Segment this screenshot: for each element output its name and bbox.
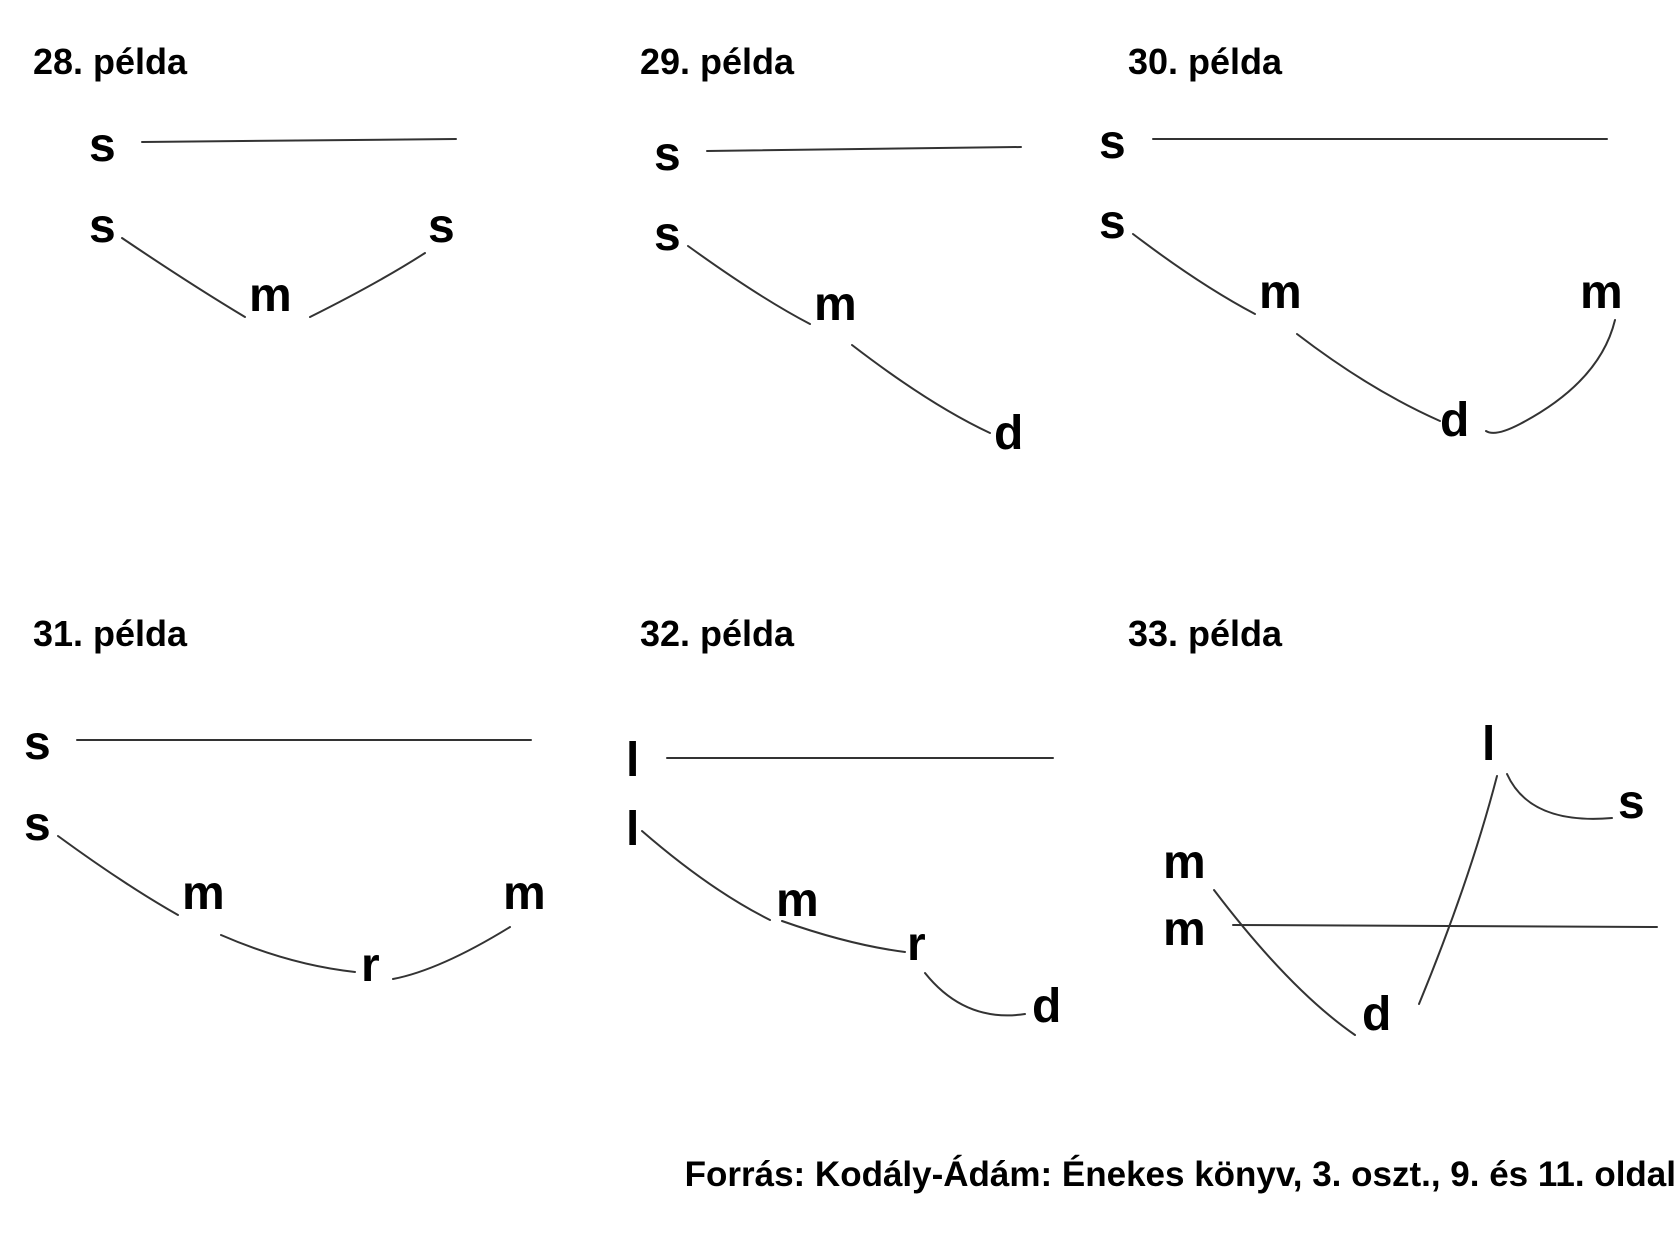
syllable-m: m — [249, 269, 292, 322]
melody-curve — [924, 972, 1026, 1017]
syllable-r: r — [361, 939, 380, 992]
example-title: 33. példa — [1128, 613, 1283, 654]
example-32: 32. példa l l m r d — [626, 613, 1061, 1033]
syllable-m: m — [814, 278, 857, 331]
melody-curve — [1506, 773, 1613, 820]
syllable-s: s — [89, 200, 116, 253]
melody-curve — [781, 920, 906, 953]
melody-curve — [1296, 333, 1441, 422]
example-title: 28. példa — [33, 41, 188, 82]
melody-curve — [1132, 233, 1256, 315]
example-29: 29. példa s s m d — [640, 41, 1023, 460]
syllable-s: s — [654, 208, 681, 261]
syllable-l: l — [626, 803, 639, 856]
syllable-s: s — [24, 798, 51, 851]
syllable-m: m — [1259, 266, 1302, 319]
melody-curve — [687, 245, 811, 325]
syllable-m: m — [1163, 903, 1206, 956]
syllable-d: d — [1440, 394, 1469, 447]
syllable-l: l — [1482, 718, 1495, 771]
syllable-s: s — [1618, 776, 1645, 829]
syllable-d: d — [1362, 988, 1391, 1041]
syllable-m: m — [503, 867, 546, 920]
syllable-m: m — [776, 874, 819, 927]
example-28: 28. példa s s m s — [33, 41, 457, 322]
example-title: 31. példa — [33, 613, 188, 654]
syllable-s: s — [654, 128, 681, 181]
melody-curve — [641, 830, 771, 921]
melody-curve — [1485, 319, 1616, 434]
melody-curve — [309, 252, 426, 318]
syllable-m: m — [1580, 266, 1623, 319]
syllable-s: s — [24, 717, 51, 770]
example-title: 32. példa — [640, 613, 795, 654]
melody-curve — [392, 926, 511, 980]
syllable-r: r — [907, 918, 926, 971]
syllable-d: d — [1032, 980, 1061, 1033]
melody-curve — [1418, 775, 1498, 1005]
example-title: 29. példa — [640, 41, 795, 82]
melody-curve — [121, 237, 246, 318]
example-30: 30. példa s s m d m — [1099, 41, 1623, 447]
syllable-m: m — [1163, 836, 1206, 889]
syllable-s: s — [1099, 196, 1126, 249]
melody-curve — [220, 934, 356, 973]
melody-curve — [57, 835, 179, 916]
example-33: 33. példa l s m m d — [1128, 613, 1658, 1041]
hold-line — [706, 146, 1022, 152]
example-title: 30. példa — [1128, 41, 1283, 82]
hold-line — [1232, 924, 1658, 928]
syllable-m: m — [182, 867, 225, 920]
syllable-l: l — [626, 734, 639, 787]
hold-line — [141, 138, 457, 143]
syllable-s: s — [1099, 116, 1126, 169]
syllable-s: s — [89, 119, 116, 172]
source-citation: Forrás: Kodály-Ádám: Énekes könyv, 3. os… — [685, 1154, 1676, 1194]
melody-curve — [851, 344, 991, 434]
syllable-s: s — [428, 200, 455, 253]
syllable-d: d — [994, 407, 1023, 460]
melody-curve — [1213, 889, 1356, 1036]
example-31: 31. példa s s m r m — [24, 613, 546, 992]
